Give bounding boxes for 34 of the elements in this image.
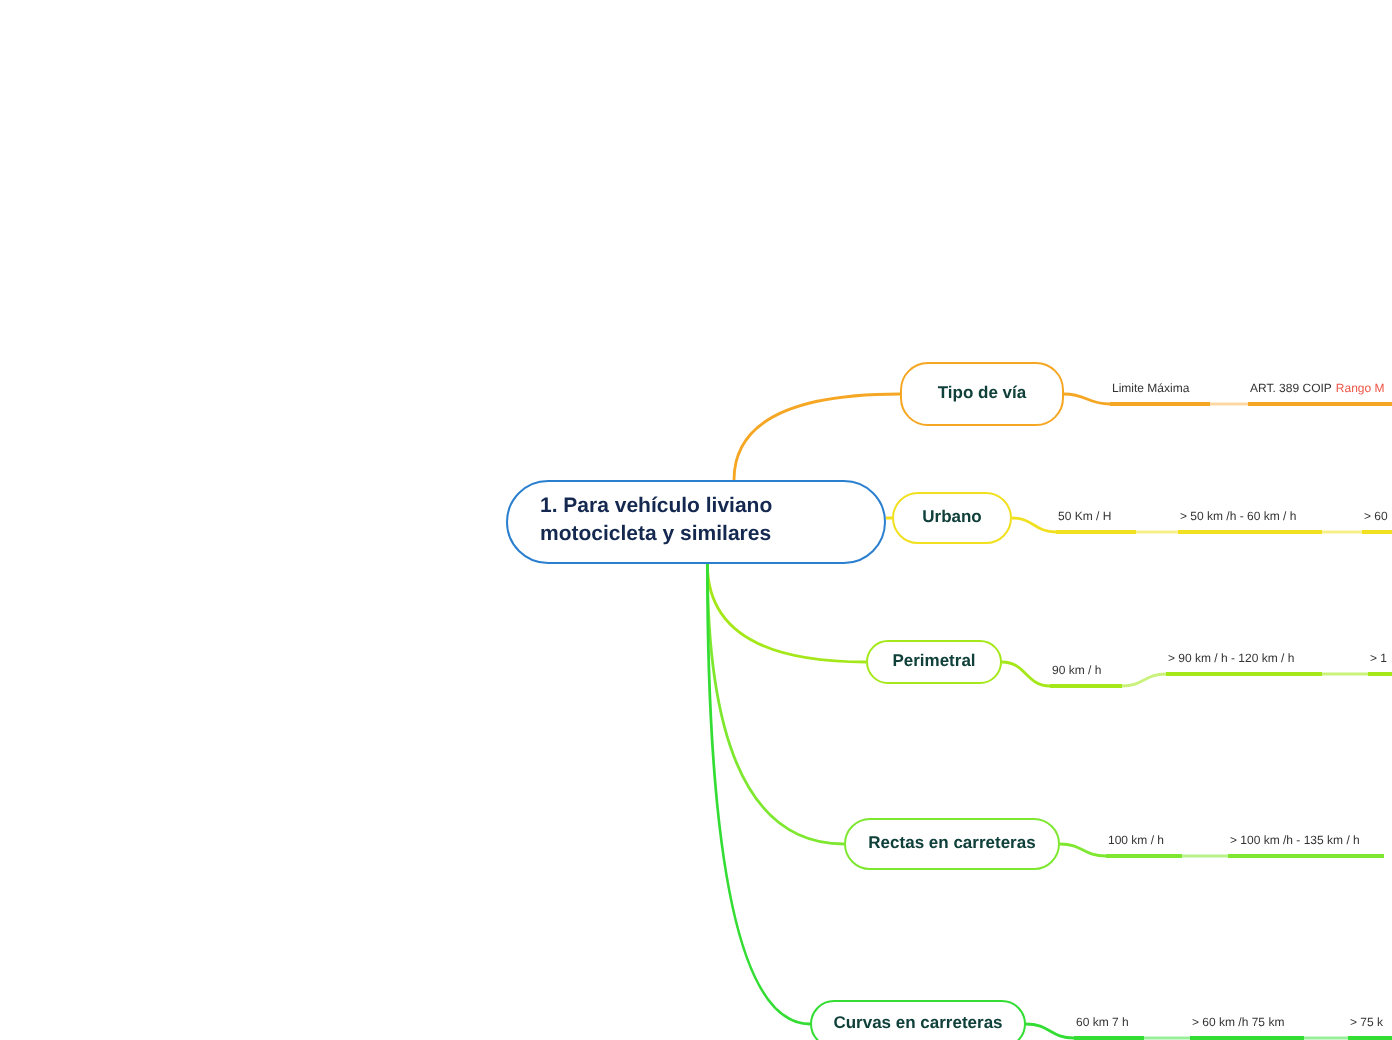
connector (706, 564, 811, 1026)
connector (1059, 842, 1107, 858)
branch-label (1166, 650, 1322, 676)
branch-label (1178, 508, 1322, 534)
connector (1144, 1036, 1190, 1040)
connector (1121, 672, 1167, 688)
branch-label (1348, 1014, 1392, 1040)
connector (1304, 1036, 1348, 1040)
connector (1011, 516, 1057, 534)
branch-label (1362, 508, 1392, 534)
connector (1025, 1022, 1075, 1040)
connector (1322, 530, 1362, 534)
branch-label (1228, 832, 1384, 858)
branch-label (1050, 662, 1122, 688)
connector (1210, 402, 1248, 406)
branch-label (1074, 1014, 1144, 1040)
connector (1322, 672, 1368, 676)
connector (1136, 530, 1178, 534)
topic-box: Tipo de vía (900, 362, 1064, 426)
connector (732, 392, 901, 481)
topic-box: Curvas en carreteras (810, 1000, 1026, 1040)
branch-label (1248, 378, 1392, 406)
branch-label (1110, 378, 1210, 406)
topic-box: Urbano (892, 492, 1012, 544)
topic-box: Rectas en carreteras (844, 818, 1060, 870)
connector (1182, 854, 1228, 858)
branch-label (1056, 508, 1136, 534)
topic-box: Perimetral (866, 640, 1002, 684)
branch-label (1106, 832, 1182, 858)
branch-label (1190, 1014, 1304, 1040)
branch-label (1368, 650, 1392, 676)
central-topic: 1. Para vehículo liviano motocicleta y similares (506, 480, 886, 564)
connector (1063, 392, 1111, 406)
connector (1001, 660, 1051, 688)
